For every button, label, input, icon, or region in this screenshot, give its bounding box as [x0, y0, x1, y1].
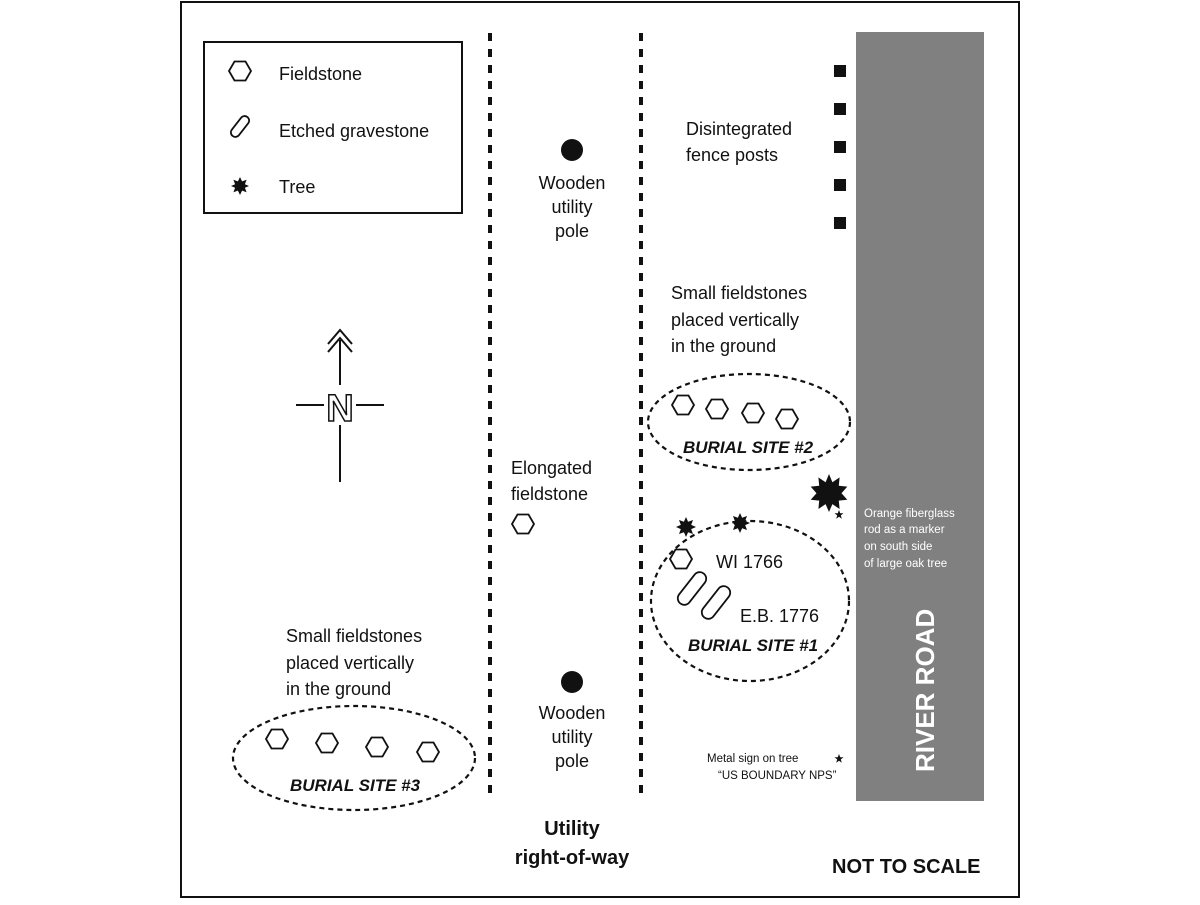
fieldstone-hexagon-icon — [416, 741, 440, 763]
svg-text:right-of-way: right-of-way — [515, 847, 630, 869]
fence-post — [834, 65, 846, 77]
marker-note: Orange fiberglass rod as a marker on sou… — [864, 508, 955, 570]
svg-text:on south side: on south side — [864, 541, 932, 553]
elongated-fieldstone-hexagon-icon — [511, 513, 535, 535]
burial-site-2-boundary — [646, 372, 852, 472]
site2-stones-label: Small fieldstones placed vertically in t… — [671, 283, 807, 356]
fieldstone-hexagon-icon — [775, 408, 799, 430]
svg-text:Metal sign on tree: Metal sign on tree — [707, 753, 798, 765]
tree-icon — [733, 513, 750, 533]
fieldstone-hexagon-icon — [669, 548, 693, 570]
fence-posts — [834, 65, 846, 229]
hexagon-icon — [228, 60, 252, 82]
site3-stones-label: Small fieldstones placed vertically in t… — [286, 626, 422, 699]
legend-box — [203, 41, 463, 214]
etched-gravestone-icon — [700, 585, 732, 620]
utility-pole-north — [561, 139, 583, 161]
river-road — [856, 32, 984, 801]
legend-label-etched-gravestone: Etched gravestone — [279, 121, 429, 141]
svg-text:Small fieldstones: Small fieldstones — [671, 283, 807, 303]
tree-icon — [676, 517, 696, 537]
utility-pole-north-label: Wooden utility pole — [539, 173, 606, 241]
fieldstone-hexagon-icon — [741, 402, 765, 424]
gravestone-eb-label: E.B. 1776 — [740, 606, 819, 626]
north-letter: N — [326, 388, 353, 430]
burial-site-1-boundary — [649, 519, 851, 683]
svg-text:fieldstone: fieldstone — [511, 484, 588, 504]
not-to-scale-label: NOT TO SCALE — [832, 856, 981, 878]
svg-text:Orange fiberglass: Orange fiberglass — [864, 508, 955, 520]
burial-site-3-label: BURIAL SITE #3 — [290, 776, 421, 795]
svg-text:utility: utility — [551, 197, 592, 217]
river-road-label: RIVER ROAD — [910, 609, 940, 772]
legend-label-fieldstone: Fieldstone — [279, 64, 362, 84]
burial-site-3-boundary — [231, 704, 477, 812]
fence-post — [834, 217, 846, 229]
svg-text:Wooden: Wooden — [539, 703, 606, 723]
fieldstone-hexagon-icon — [705, 398, 729, 420]
metal-sign-note: Metal sign on tree “US BOUNDARY NPS” — [707, 753, 837, 782]
metal-sign-star-icon — [834, 754, 844, 763]
burial-site-2-label: BURIAL SITE #2 — [683, 438, 814, 457]
burial-site-1-label: BURIAL SITE #1 — [688, 636, 818, 655]
svg-text:Disintegrated: Disintegrated — [686, 119, 792, 139]
fence-posts-label: Disintegrated fence posts — [686, 119, 792, 165]
etched-gravestone-icon — [676, 571, 708, 606]
utility-pole-south — [561, 671, 583, 693]
legend-label-tree: Tree — [279, 177, 315, 197]
fence-post — [834, 103, 846, 115]
utility-right-of-way-label: Utility right-of-way — [515, 818, 630, 869]
fieldstone-hexagon-icon — [315, 732, 339, 754]
svg-text:pole: pole — [555, 221, 589, 241]
star-burst-icon — [231, 177, 249, 195]
svg-text:Utility: Utility — [544, 818, 600, 840]
svg-text:fence posts: fence posts — [686, 145, 778, 165]
svg-text:“US BOUNDARY NPS”: “US BOUNDARY NPS” — [718, 770, 837, 782]
compass: N — [296, 328, 384, 482]
svg-text:rod as a marker: rod as a marker — [864, 524, 945, 536]
gravestone-wi-label: WI 1766 — [716, 552, 783, 572]
map-frame — [180, 1, 1020, 898]
north-arrow-icon — [327, 328, 353, 345]
svg-text:utility: utility — [551, 727, 592, 747]
fence-post — [834, 141, 846, 153]
fence-post — [834, 179, 846, 191]
elongated-fieldstone-label: Elongated fieldstone — [511, 458, 592, 504]
capsule-icon — [229, 115, 251, 138]
svg-text:placed vertically: placed vertically — [286, 653, 414, 673]
svg-text:in the ground: in the ground — [671, 336, 776, 356]
marker-star-icon — [834, 510, 844, 519]
svg-text:Wooden: Wooden — [539, 173, 606, 193]
fieldstone-hexagon-icon — [365, 736, 389, 758]
large-oak-tree-icon — [810, 474, 848, 512]
legend: Fieldstone Etched gravestone Tree — [203, 41, 463, 214]
svg-text:pole: pole — [555, 751, 589, 771]
svg-text:placed vertically: placed vertically — [671, 310, 799, 330]
fieldstone-hexagon-icon — [265, 728, 289, 750]
utility-pole-south-label: Wooden utility pole — [539, 703, 606, 771]
fieldstone-hexagon-icon — [671, 394, 695, 416]
svg-text:Elongated: Elongated — [511, 458, 592, 478]
svg-text:of large oak tree: of large oak tree — [864, 558, 947, 570]
svg-text:Small fieldstones: Small fieldstones — [286, 626, 422, 646]
svg-text:in the ground: in the ground — [286, 679, 391, 699]
